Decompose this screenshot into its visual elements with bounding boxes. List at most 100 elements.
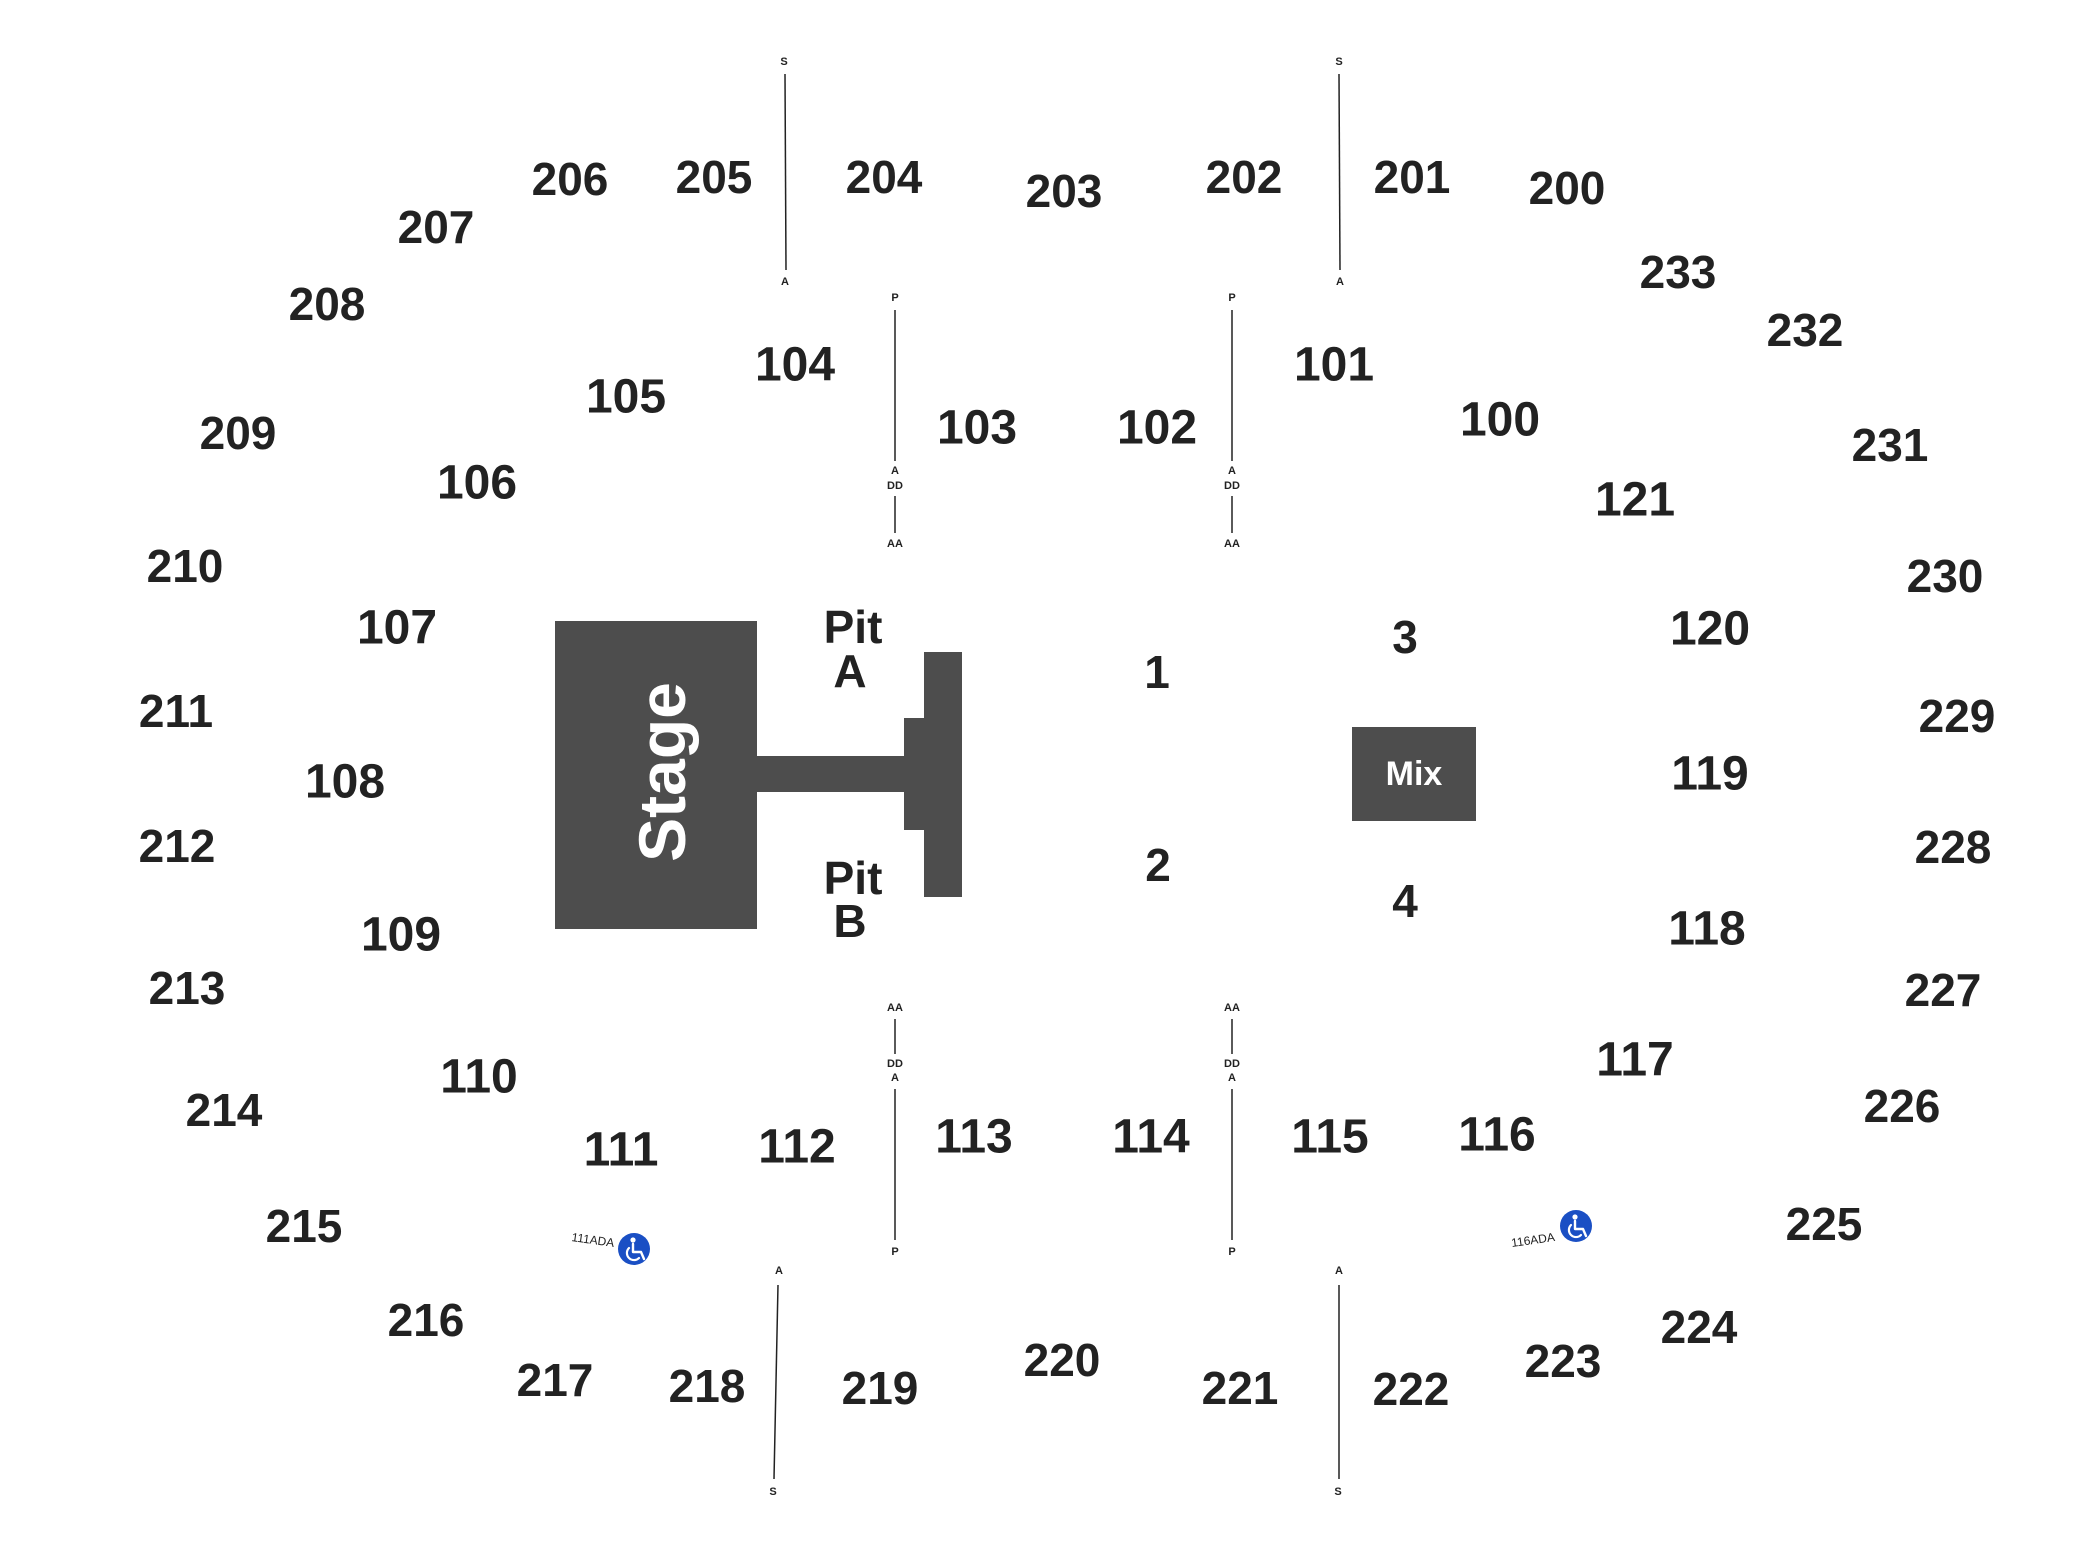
aisle-label-aa: AA [1224,538,1240,550]
section-221[interactable]: 221 [1202,1362,1279,1414]
section-216[interactable]: 216 [388,1294,465,1346]
ada-116[interactable]: 116ADA [1510,1210,1592,1250]
section-206[interactable]: 206 [532,153,609,205]
ada-111[interactable]: 111ADA [571,1230,650,1265]
aisle-label-p: P [891,292,898,304]
section-205[interactable]: 205 [676,151,753,203]
section-120[interactable]: 120 [1670,603,1750,656]
section-225[interactable]: 225 [1786,1198,1863,1250]
ada-label: 111ADA [571,1230,615,1250]
section-201[interactable]: 201 [1374,151,1451,203]
pit-a-line1: Pit [824,601,883,653]
floor-sections: 1 2 3 4 [1144,611,1418,927]
section-217[interactable]: 217 [517,1354,594,1406]
aisle-label-a: A [1336,276,1344,288]
section-103[interactable]: 103 [937,402,1017,455]
aisle-label-a: A [891,1072,899,1084]
section-200[interactable]: 200 [1529,162,1606,214]
section-213[interactable]: 213 [149,962,226,1014]
section-228[interactable]: 228 [1915,821,1992,873]
mix-position[interactable]: Mix [1352,727,1476,821]
aisle-label-dd: DD [887,480,903,492]
section-204[interactable]: 204 [846,151,923,203]
section-116[interactable]: 116 [1458,1109,1535,1162]
section-117[interactable]: 117 [1596,1034,1673,1087]
section-219[interactable]: 219 [842,1362,919,1414]
section-227[interactable]: 227 [1905,964,1982,1016]
upper-bowl: 200 201 202 203 204 205 206 207 208 209 … [139,151,1996,1415]
aisle-label-a: A [775,1265,783,1277]
section-226[interactable]: 226 [1864,1080,1941,1132]
section-106[interactable]: 106 [437,457,517,510]
section-119[interactable]: 119 [1671,748,1748,801]
section-208[interactable]: 208 [289,278,366,330]
section-115[interactable]: 115 [1291,1111,1368,1164]
aisle-line [1338,73,1341,271]
section-105[interactable]: 105 [586,371,666,424]
aisle-label-a: A [891,465,899,477]
section-118[interactable]: 118 [1668,903,1745,956]
section-222[interactable]: 222 [1373,1363,1450,1415]
section-104[interactable]: 104 [755,339,835,392]
section-100[interactable]: 100 [1460,394,1540,447]
section-231[interactable]: 231 [1852,419,1929,471]
section-229[interactable]: 229 [1919,690,1996,742]
section-101[interactable]: 101 [1294,339,1374,392]
section-224[interactable]: 224 [1661,1301,1738,1353]
section-212[interactable]: 212 [139,820,216,872]
aisle-label-s: S [1334,1486,1341,1498]
upper-aisles: S A S A A S A S [769,56,1344,1498]
section-112[interactable]: 112 [758,1121,835,1174]
aisle-label-aa: AA [887,1002,903,1014]
lower-bowl: 100 101 102 103 104 105 106 107 108 109 … [305,339,1750,1177]
mix-label: Mix [1386,755,1443,793]
aisle-label-dd: DD [887,1058,903,1070]
section-113[interactable]: 113 [935,1111,1012,1164]
section-202[interactable]: 202 [1206,151,1283,203]
floor-section[interactable]: 4 [1392,875,1418,927]
section-215[interactable]: 215 [266,1200,343,1252]
section-102[interactable]: 102 [1117,402,1197,455]
section-114[interactable]: 114 [1112,1111,1190,1164]
floor-section[interactable]: 1 [1144,646,1170,698]
pit-a[interactable]: Pit A [824,601,883,697]
aisle-label-s: S [1335,56,1342,68]
section-210[interactable]: 210 [147,540,224,592]
aisle-label-dd: DD [1224,480,1240,492]
floor-section[interactable]: 2 [1145,839,1171,891]
aisle-label-s: S [769,1486,776,1498]
aisle-label-aa: AA [887,538,903,550]
pit-a-line2: A [833,645,866,697]
stage[interactable]: Stage [555,621,962,929]
section-223[interactable]: 223 [1525,1335,1602,1387]
section-209[interactable]: 209 [200,407,277,459]
section-211[interactable]: 211 [139,685,213,737]
wheelchair-icon [1560,1210,1592,1242]
floor-section[interactable]: 3 [1392,611,1418,663]
ada-label: 116ADA [1510,1230,1555,1250]
section-232[interactable]: 232 [1767,304,1844,356]
section-108[interactable]: 108 [305,756,385,809]
aisle-label-dd: DD [1224,1058,1240,1070]
section-218[interactable]: 218 [669,1360,746,1412]
pit-b[interactable]: Pit B [824,852,883,947]
section-230[interactable]: 230 [1907,550,1984,602]
section-121[interactable]: 121 [1595,474,1675,527]
section-109[interactable]: 109 [361,909,441,962]
section-220[interactable]: 220 [1024,1334,1101,1386]
section-233[interactable]: 233 [1640,246,1717,298]
aisle-label-p: P [1228,1246,1235,1258]
section-214[interactable]: 214 [186,1084,263,1136]
section-111[interactable]: 111 [584,1124,659,1177]
aisle-label-a: A [1228,465,1236,477]
section-207[interactable]: 207 [398,201,475,253]
aisle-label-a: A [1335,1265,1343,1277]
section-110[interactable]: 110 [440,1051,517,1104]
aisle-label-aa: AA [1224,1002,1240,1014]
section-107[interactable]: 107 [357,602,437,655]
section-203[interactable]: 203 [1026,165,1103,217]
lower-aisles: P A DD AA P A DD AA AA DD A P AA DD A P [887,292,1240,1258]
aisle-line [773,1284,779,1480]
